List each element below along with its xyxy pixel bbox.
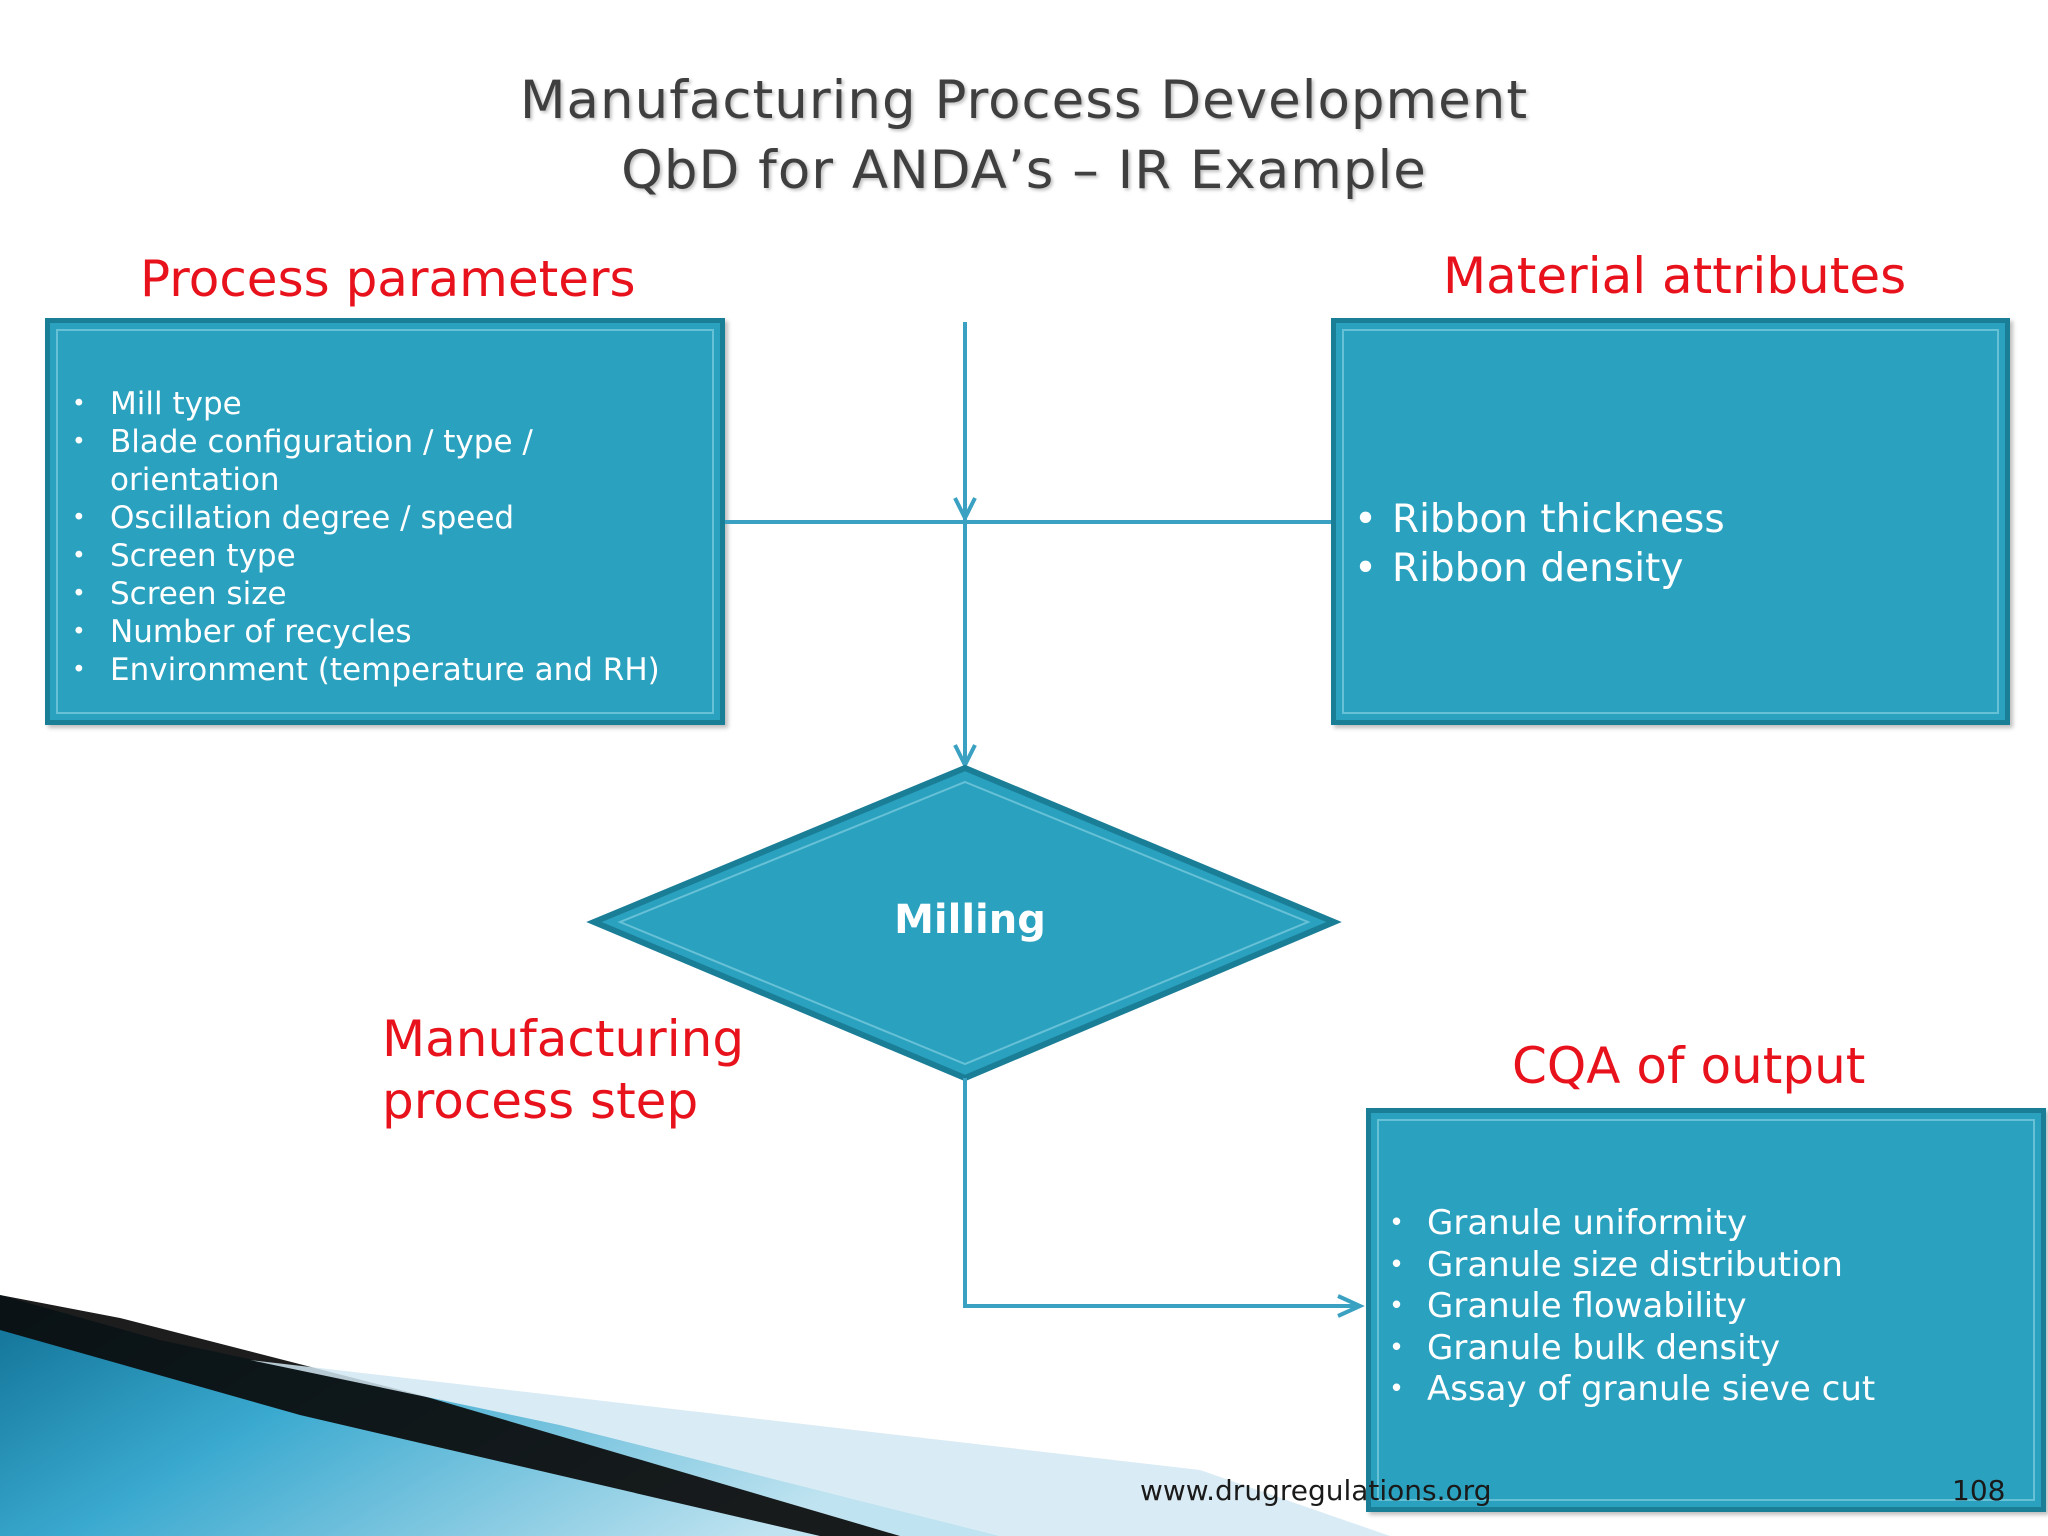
output-connector	[963, 1078, 1358, 1308]
list-item: Screen type	[72, 537, 692, 575]
arrowhead-icon	[1337, 1294, 1365, 1318]
list-item: Mill type	[72, 385, 692, 423]
diamond-inner-border	[617, 780, 1311, 1066]
list-item: Assay of granule sieve cut	[1389, 1369, 2029, 1411]
list-item: Granule size distribution	[1389, 1245, 2029, 1287]
material-attributes-box: Ribbon thickness Ribbon density	[1331, 318, 2010, 725]
list-item: Granule bulk density	[1389, 1328, 2029, 1370]
slide-title: Manufacturing Process Development QbD fo…	[0, 66, 2048, 206]
box-inner-border	[56, 329, 714, 714]
list-item: Ribbon thickness	[1354, 495, 1974, 544]
list-item: Granule uniformity	[1389, 1203, 2029, 1245]
list-item: Oscillation degree / speed	[72, 499, 692, 537]
swoosh-black	[0, 1295, 900, 1536]
cqa-output-label: CQA of output	[1512, 1037, 1866, 1095]
box-inner-border	[1377, 1119, 2035, 1501]
process-step-label: Milling	[894, 897, 1046, 943]
list-item: Blade configuration / type / orientation	[72, 423, 692, 499]
process-parameters-box: Mill type Blade configuration / type / o…	[45, 318, 725, 725]
material-attributes-list: Ribbon thickness Ribbon density	[1354, 495, 1974, 593]
footer-url: www.drugregulations.org	[1140, 1474, 1492, 1507]
swoosh-blue	[0, 1295, 1000, 1536]
arrowhead-icon	[953, 497, 977, 523]
cqa-output-list: Granule uniformity Granule size distribu…	[1389, 1203, 2029, 1411]
title-line-2: QbD for ANDA’s – IR Example	[621, 140, 1427, 201]
swoosh-light	[250, 1360, 1390, 1536]
title-line-1: Manufacturing Process Development	[519, 70, 1529, 131]
manufacturing-step-label: Manufacturing process step	[382, 1010, 745, 1130]
process-parameters-list: Mill type Blade configuration / type / o…	[72, 385, 692, 689]
list-item: Environment (temperature and RH)	[72, 651, 692, 689]
list-item: Granule flowability	[1389, 1286, 2029, 1328]
box-inner-border	[1342, 329, 1999, 714]
list-item: Number of recycles	[72, 613, 692, 651]
list-item: Ribbon density	[1354, 544, 1974, 593]
list-item: Screen size	[72, 575, 692, 613]
cqa-output-box: Granule uniformity Granule size distribu…	[1366, 1108, 2046, 1512]
page-number: 108	[1952, 1474, 2006, 1507]
process-parameters-label: Process parameters	[140, 250, 636, 308]
material-attributes-label: Material attributes	[1443, 247, 1907, 305]
